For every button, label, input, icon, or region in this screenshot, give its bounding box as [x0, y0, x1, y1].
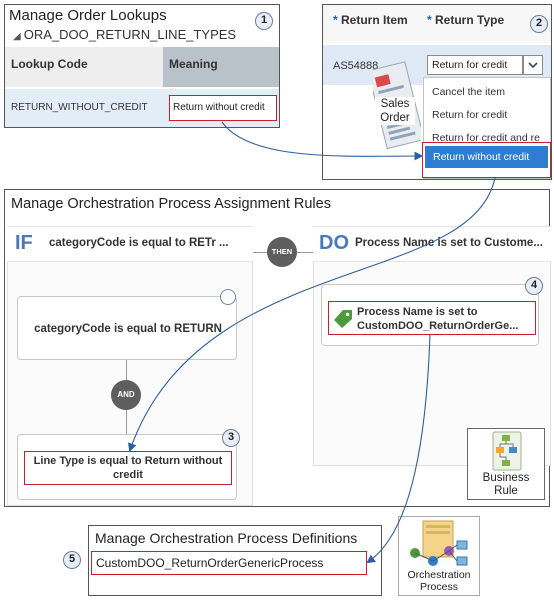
dropdown-toggle-button[interactable] — [523, 55, 543, 75]
condition-1-text: categoryCode is equal to RETURN — [34, 323, 222, 335]
column-header-lookup-code[interactable]: Lookup Code — [11, 57, 88, 71]
process-definitions-panel: Manage Orchestration Process Definitions… — [88, 525, 382, 596]
step-2-badge: 2 — [530, 15, 548, 33]
return-item-label: Return Item — [341, 13, 408, 27]
action-card-process-name[interactable]: 4 Process Name is set to CustomDOO_Retur… — [321, 277, 543, 346]
return-type-header[interactable]: * Return Type — [427, 13, 504, 27]
orchestration-process-icon — [410, 520, 468, 566]
action-highlight: Process Name is set to CustomDOO_ReturnO… — [328, 301, 536, 335]
business-rule-icon — [492, 431, 522, 471]
orchestration-process-tile: Orchestration Process — [398, 516, 480, 596]
selected-option-highlight[interactable]: Return without credit — [422, 142, 551, 178]
column-header-meaning[interactable]: Meaning — [169, 57, 218, 71]
if-condition-summary: categoryCode is equal to RETr ... — [49, 237, 229, 249]
process-name-highlight[interactable]: CustomDOO_ReturnOrderGenericProcess — [91, 551, 367, 575]
return-type-selected-value: Return for credit — [432, 59, 508, 71]
column-header-meaning-bg — [163, 47, 279, 87]
dropdown-option[interactable]: Cancel the item — [432, 86, 505, 98]
rules-title: Manage Orchestration Process Assignment … — [11, 196, 331, 212]
meaning-cell: Return without credit — [173, 102, 265, 113]
required-mark: * — [427, 13, 432, 27]
sales-order-label-line2: Order — [380, 112, 410, 124]
definitions-title: Manage Orchestration Process Definitions — [95, 530, 358, 546]
meaning-cell-highlight[interactable]: Return without credit — [169, 95, 277, 121]
collapse-triangle-icon[interactable]: ◢ — [13, 31, 21, 42]
then-badge: THEN — [267, 237, 297, 267]
lookup-code-cell: RETURN_WITHOUT_CREDIT — [11, 102, 148, 113]
sales-order-label: Sales Order — [375, 97, 415, 125]
required-mark: * — [333, 13, 338, 27]
step-3-badge: 3 — [222, 429, 240, 447]
lookup-type-code: ORA_DOO_RETURN_LINE_TYPES — [23, 27, 237, 42]
lookups-table-header: Lookup Code Meaning — [5, 47, 279, 87]
condition-card-line-type[interactable]: 3 Line Type is equal to Return without c… — [17, 429, 240, 500]
do-word: DO — [319, 232, 349, 254]
if-word: IF — [15, 232, 33, 254]
chevron-down-icon — [528, 62, 538, 69]
action-line1: Process Name is set to — [357, 306, 478, 318]
business-rule-label-2: Rule — [494, 485, 518, 497]
if-header[interactable]: IF categoryCode is equal to RETr ... — [7, 226, 253, 262]
return-line-panel: * Return Item * Return Type 2 AS54888 Re… — [322, 4, 552, 180]
and-word: AND — [117, 390, 135, 399]
dropdown-option[interactable]: Return for credit — [432, 109, 508, 121]
dropdown-option[interactable]: Return for credit and re — [432, 132, 540, 144]
return-type-select[interactable]: Return for credit — [427, 55, 523, 75]
sales-order-label-line1: Sales — [380, 98, 410, 110]
condition-2-line1: Line Type is equal to Return without — [33, 455, 223, 467]
action-line2: CustomDOO_ReturnOrderGe... — [357, 320, 519, 332]
dropdown-option-selected: Return without credit — [433, 151, 530, 163]
tag-icon — [334, 310, 352, 328]
lookup-type-row[interactable]: ◢ORA_DOO_RETURN_LINE_TYPES — [13, 27, 236, 42]
orchestration-label-1: Orchestration — [407, 569, 471, 581]
step-4-badge: 4 — [525, 277, 543, 295]
business-rule-tile: Business Rule — [467, 428, 545, 500]
assignment-rules-panel: Manage Orchestration Process Assignment … — [4, 189, 551, 507]
order-lookups-panel: Manage Order Lookups 1 ◢ORA_DOO_RETURN_L… — [4, 4, 280, 128]
do-action-summary: Process Name is set to Custome... — [355, 237, 543, 249]
lookups-title: Manage Order Lookups — [9, 7, 167, 24]
and-badge: AND — [111, 380, 141, 410]
step-5-badge: 5 — [63, 551, 81, 569]
return-grid-header — [323, 5, 551, 43]
then-word: THEN — [271, 247, 293, 256]
do-header[interactable]: DO Process Name is set to Custome... — [313, 226, 551, 262]
return-item-header[interactable]: * Return Item — [333, 13, 408, 27]
condition-selector-circle[interactable] — [220, 289, 236, 305]
business-rule-label-1: Business — [482, 472, 530, 484]
step-1-badge: 1 — [255, 12, 273, 30]
return-type-label: Return Type — [435, 13, 505, 27]
selected-option-bar: Return without credit — [425, 146, 548, 168]
condition-2-line2: credit — [113, 469, 143, 481]
process-name-value: CustomDOO_ReturnOrderGenericProcess — [96, 556, 324, 570]
return-item-value: AS54888 — [333, 60, 379, 72]
condition-card-category[interactable]: categoryCode is equal to RETURN — [17, 289, 237, 360]
condition-2-highlight: Line Type is equal to Return without cre… — [24, 451, 232, 485]
orchestration-label-2: Process — [420, 581, 458, 593]
